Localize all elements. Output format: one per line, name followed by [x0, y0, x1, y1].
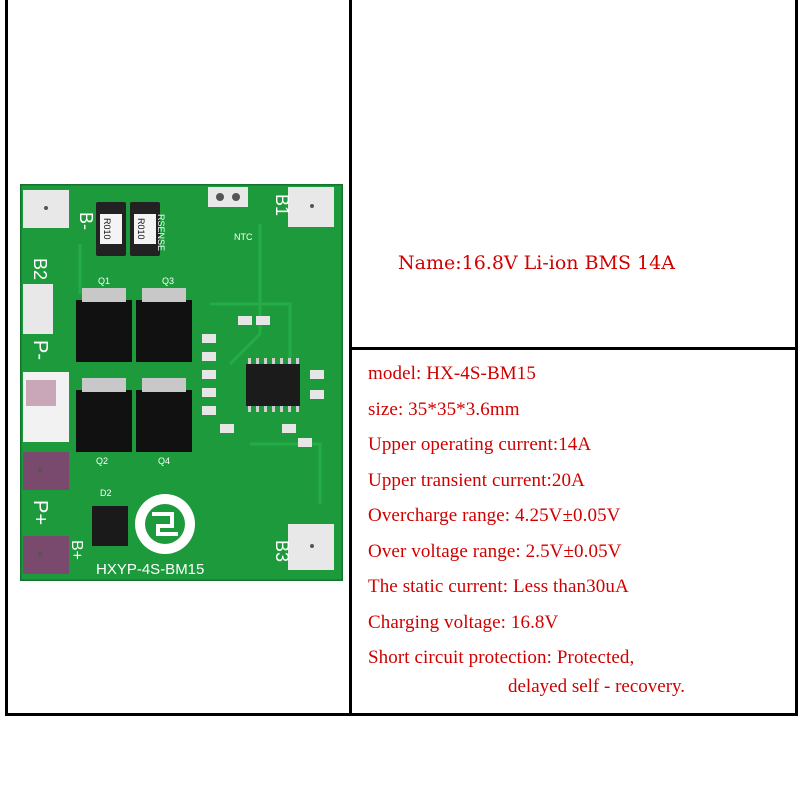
diode-d2 — [92, 506, 128, 546]
spec-over-voltage-range: Over voltage range: 2.5V±0.05V — [368, 540, 622, 562]
pad-ntc — [208, 187, 248, 207]
spec-list: model: HX-4S-BM15 size: 35*35*3.6mm Uppe… — [368, 356, 788, 676]
spec-transient-current: Upper transient current:20A — [368, 469, 585, 491]
pad-p-plus — [23, 452, 69, 490]
bms-board-photo: B- B1 B2 P- P+ B+ B3 RSENSE R010 R010 NT… — [20, 184, 343, 581]
label-b-plus: B+ — [68, 540, 85, 560]
product-name: Name:16.8V Li-ion BMS 14A — [398, 252, 675, 274]
spec-short-circuit-continued: delayed self - recovery. — [508, 676, 686, 697]
label-rsense: RSENSE — [156, 214, 166, 251]
spec-static-current: The static current: Less than30uA — [368, 576, 629, 597]
label-b-minus: B- — [76, 212, 96, 230]
label-q1: Q1 — [98, 276, 110, 286]
label-b2: B2 — [30, 258, 50, 280]
pad-b2 — [23, 284, 53, 334]
label-board-model: HXYP-4S-BM15 — [96, 561, 204, 578]
protection-ic — [246, 364, 300, 406]
row-divider — [349, 347, 798, 350]
label-b1: B1 — [272, 194, 292, 216]
label-d2: D2 — [100, 488, 112, 498]
spec-operating-current: Upper operating current:14A — [368, 434, 592, 455]
label-p-plus: P+ — [29, 500, 51, 525]
label-q4: Q4 — [158, 456, 170, 466]
spec-charging-voltage: Charging voltage: 16.8V — [368, 611, 559, 633]
label-ntc: NTC — [234, 232, 253, 242]
label-r010-1: R010 — [102, 218, 112, 240]
spec-short-circuit: Short circuit protection: Protected, — [368, 647, 635, 668]
table-frame — [5, 0, 798, 716]
label-p-minus: P- — [29, 340, 51, 360]
label-q2: Q2 — [96, 456, 108, 466]
label-r010-2: R010 — [136, 218, 146, 240]
column-divider — [349, 0, 352, 716]
manufacturer-logo — [135, 494, 195, 554]
spec-model: model: HX-4S-BM15 — [368, 363, 536, 384]
label-q3: Q3 — [162, 276, 174, 286]
spec-overcharge-range: Overcharge range: 4.25V±0.05V — [368, 505, 621, 526]
mosfet-array — [76, 288, 192, 452]
pad-b-plus — [23, 536, 69, 574]
label-b3: B3 — [272, 540, 292, 562]
spec-size: size: 35*35*3.6mm — [368, 398, 520, 420]
